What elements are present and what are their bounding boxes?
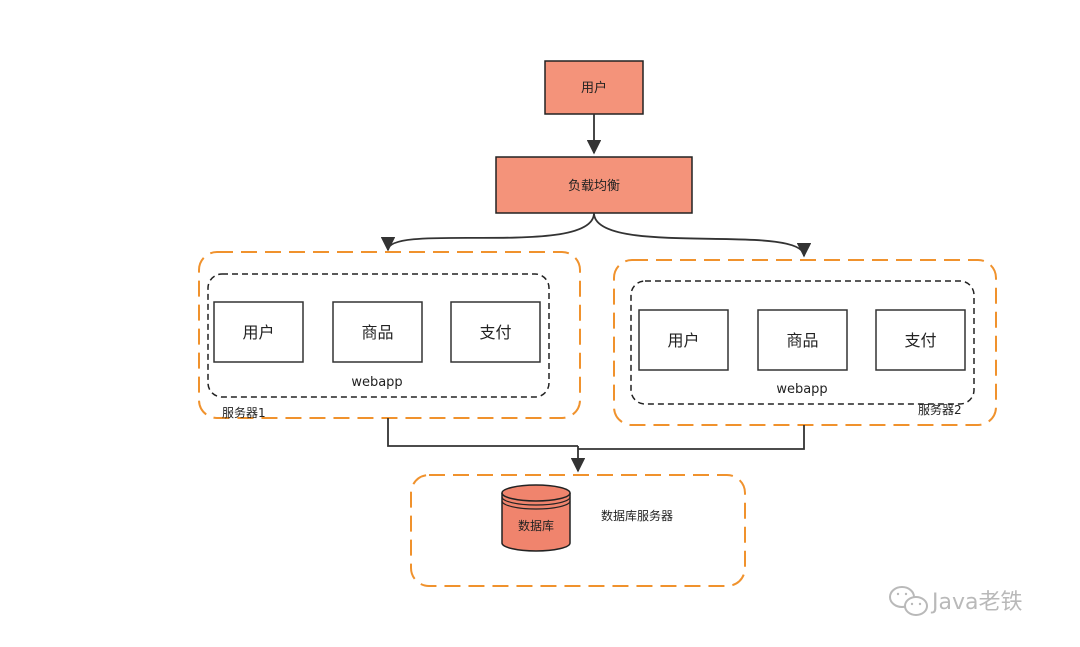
database-cylinder-icon[interactable]: 数据库 <box>501 484 571 552</box>
server2-module-product-label: 商品 <box>786 331 818 350</box>
arrow-lb-to-server2 <box>593 212 812 258</box>
load-balancer-label: 负载均衡 <box>568 179 620 194</box>
server1-module-user[interactable]: 用户 <box>213 301 304 363</box>
server2-border <box>613 259 997 426</box>
wechat-icon <box>889 586 928 616</box>
connector-server2-to-db <box>578 425 805 450</box>
arrow-lb-to-server1 <box>380 212 595 252</box>
server2-label: 服务器2 <box>918 402 962 417</box>
database-server-group: 数据库 数据库服务器 <box>410 474 746 587</box>
load-balancer-node[interactable]: 负载均衡 <box>495 156 693 214</box>
user-node[interactable]: 用户 <box>544 60 644 115</box>
server1-webapp-container <box>207 273 550 398</box>
server1-module-product[interactable]: 商品 <box>332 301 423 363</box>
database-server-border <box>410 474 746 587</box>
server2-module-user-label: 用户 <box>667 331 699 350</box>
database-icon-label: 数据库 <box>518 518 554 533</box>
server2-module-payment-label: 支付 <box>904 331 936 350</box>
server2-webapp-container <box>630 280 975 405</box>
server2-module-payment[interactable]: 支付 <box>875 309 966 371</box>
watermark: Java老铁 <box>889 586 1022 616</box>
server2-module-user[interactable]: 用户 <box>638 309 729 371</box>
connector-server1-to-db <box>387 418 578 447</box>
server2-module-product[interactable]: 商品 <box>757 309 848 371</box>
server2-webapp-label: webapp <box>776 382 827 397</box>
server1-module-payment[interactable]: 支付 <box>450 301 541 363</box>
user-node-label: 用户 <box>581 80 607 96</box>
server1-group: 用户 商品 支付 webapp 服务器1 <box>198 251 581 420</box>
server1-module-payment-label: 支付 <box>479 323 511 342</box>
server1-module-user-label: 用户 <box>242 323 274 342</box>
server1-module-product-label: 商品 <box>361 323 393 342</box>
server1-webapp-label: webapp <box>351 375 402 390</box>
server2-group: 用户 商品 支付 webapp 服务器2 <box>613 259 997 426</box>
watermark-text: Java老铁 <box>930 590 1022 615</box>
server1-border <box>198 251 581 419</box>
server1-label: 服务器1 <box>222 405 266 420</box>
database-server-label: 数据库服务器 <box>601 508 673 523</box>
